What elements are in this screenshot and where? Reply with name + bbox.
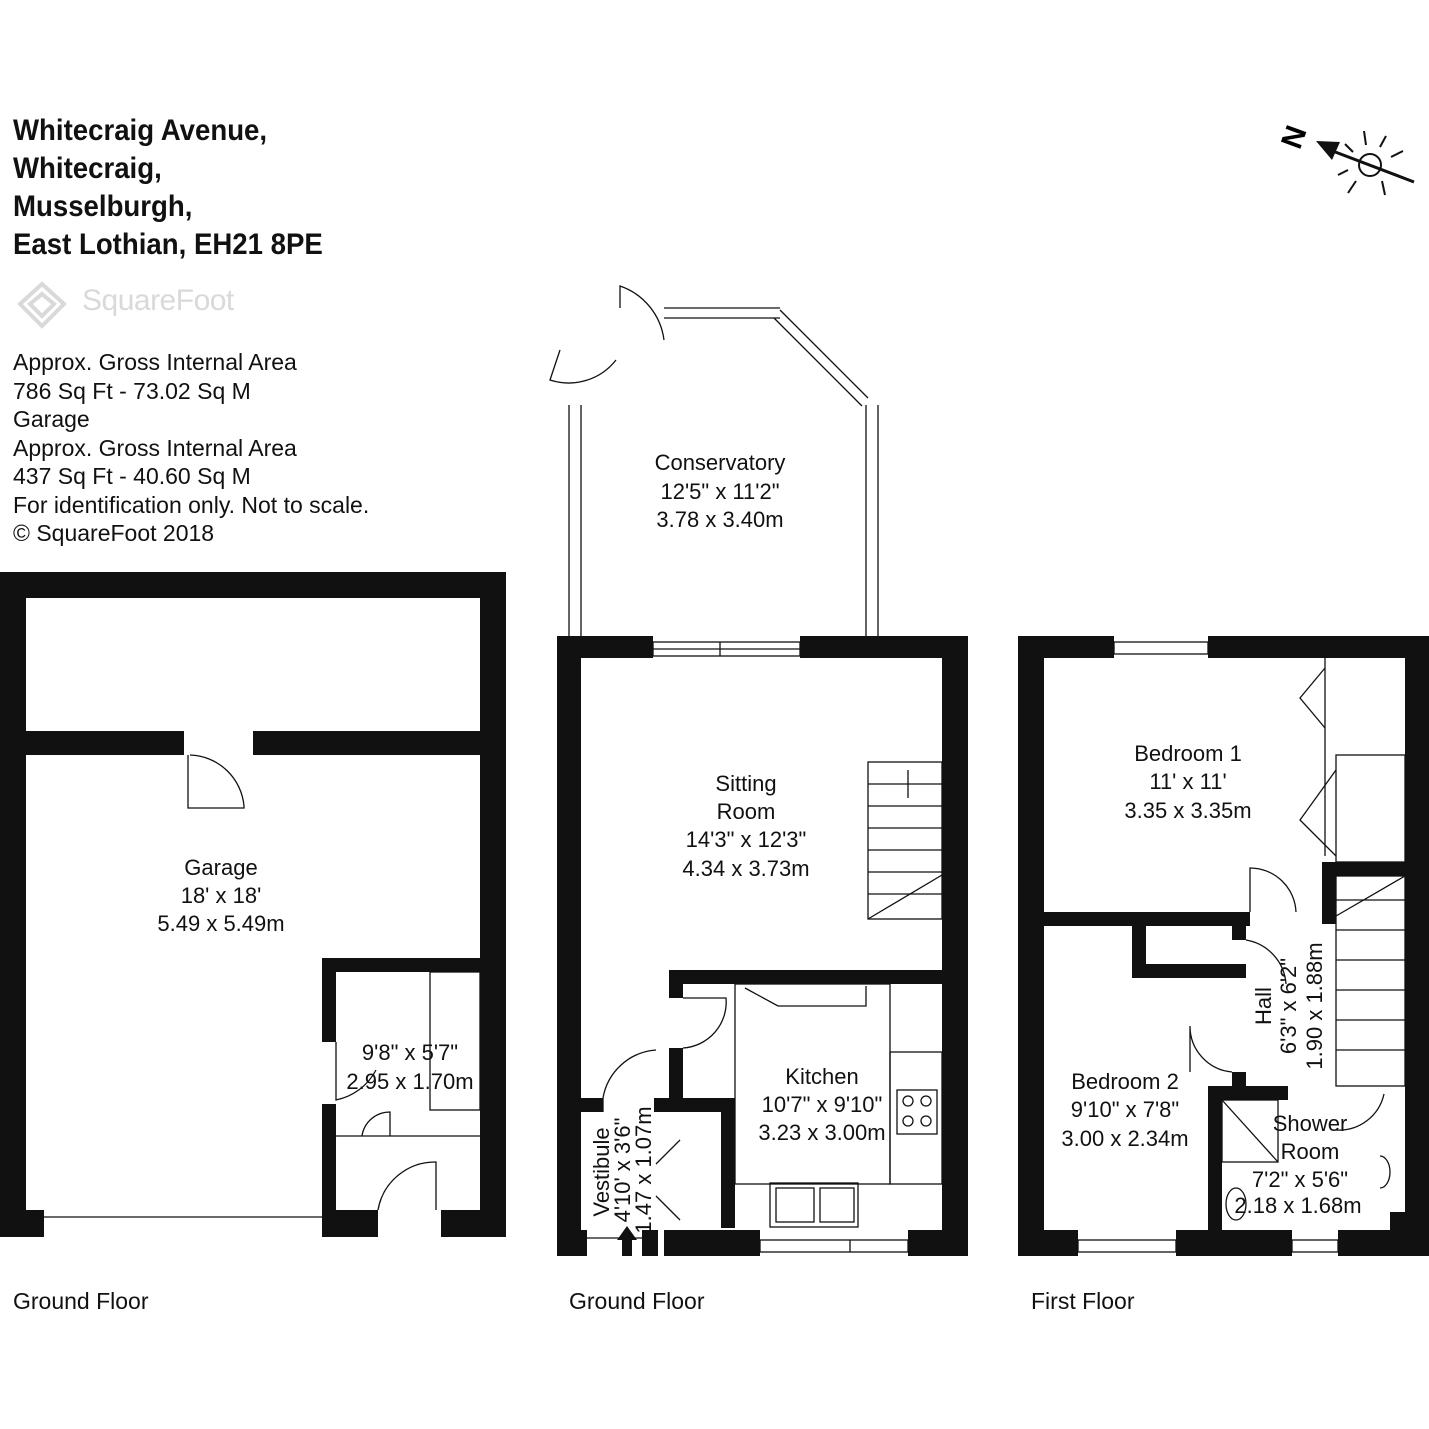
bedroom2-metric: 3.00 x 2.34m bbox=[1061, 1126, 1188, 1151]
conservatory-metric: 3.78 x 3.40m bbox=[656, 507, 783, 532]
address-line: Whitecraig, bbox=[13, 152, 162, 185]
address-line: East Lothian, EH21 8PE bbox=[13, 228, 323, 261]
shower-room-metric: 2.18 x 1.68m bbox=[1234, 1193, 1361, 1218]
shower-room-name: Shower bbox=[1273, 1111, 1348, 1136]
bedroom1-metric: 3.35 x 3.35m bbox=[1124, 798, 1251, 823]
hall-name: Hall bbox=[1251, 987, 1276, 1025]
vestibule-name: Vestibule bbox=[589, 1127, 614, 1216]
info-line: 437 Sq Ft - 40.60 Sq M bbox=[13, 463, 251, 489]
garage-fixtures bbox=[44, 754, 481, 1218]
room-labels: Garage 18' x 18' 5.49 x 5.49m 9'8" x 5'7… bbox=[157, 450, 1361, 1234]
shower-room-name: Room bbox=[1281, 1139, 1340, 1164]
kitchen-name: Kitchen bbox=[785, 1064, 858, 1089]
floor-label-garage: Ground Floor bbox=[13, 1288, 149, 1314]
squarefoot-logo: SquareFoot bbox=[12, 280, 272, 330]
sitting-room-imperial: 14'3" x 12'3" bbox=[686, 827, 807, 852]
info-line: Garage bbox=[13, 406, 90, 432]
store-imperial: 9'8" x 5'7" bbox=[362, 1040, 458, 1065]
logo-mark-icon bbox=[17, 281, 67, 329]
first-floor-plan bbox=[1018, 636, 1429, 1256]
logo-text: SquareFoot bbox=[82, 284, 234, 317]
garage-plan bbox=[0, 572, 506, 1237]
garage-name: Garage bbox=[184, 855, 257, 880]
kitchen-metric: 3.23 x 3.00m bbox=[758, 1120, 885, 1145]
floor-label-first: First Floor bbox=[1031, 1288, 1135, 1314]
shower-room-imperial: 7'2" x 5'6" bbox=[1252, 1167, 1348, 1192]
ground-floor-plan bbox=[557, 636, 968, 1256]
compass-icon: N bbox=[1275, 121, 1415, 196]
area-info: Approx. Gross Internal Area 786 Sq Ft - … bbox=[13, 348, 369, 548]
bedroom1-name: Bedroom 1 bbox=[1134, 741, 1242, 766]
info-line: Approx. Gross Internal Area bbox=[13, 434, 297, 461]
info-line: For identification only. Not to scale. bbox=[13, 491, 370, 518]
vestibule-metric: 1.47 x 1.07m bbox=[631, 1106, 656, 1233]
vestibule-imperial: 4'10' x 3'6" bbox=[610, 1118, 635, 1223]
info-line: © SquareFoot 2018 bbox=[13, 520, 215, 546]
ground-floor-fixtures bbox=[549, 285, 943, 1256]
info-line: Approx. Gross Internal Area bbox=[13, 349, 297, 375]
store-metric: 2.95 x 1.70m bbox=[346, 1069, 473, 1094]
conservatory-name: Conservatory bbox=[655, 450, 786, 475]
sitting-room-metric: 4.34 x 3.73m bbox=[682, 856, 809, 881]
bedroom2-imperial: 9'10" x 7'8" bbox=[1071, 1097, 1179, 1122]
first-floor-fixtures bbox=[1077, 641, 1406, 1253]
bedroom1-imperial: 11' x 11' bbox=[1149, 769, 1226, 794]
floor-label-ground: Ground Floor bbox=[569, 1288, 705, 1314]
kitchen-imperial: 10'7" x 9'10" bbox=[762, 1092, 883, 1117]
garage-metric: 5.49 x 5.49m bbox=[157, 911, 284, 936]
north-label: N bbox=[1275, 121, 1313, 153]
hall-metric: 1.90 x 1.88m bbox=[1302, 942, 1327, 1069]
sitting-room-name: Room bbox=[717, 799, 776, 824]
address-line: Whitecraig Avenue, bbox=[13, 114, 268, 147]
property-address: Whitecraig Avenue, Whitecraig, Musselbur… bbox=[13, 112, 323, 264]
conservatory-imperial: 12'5" x 11'2" bbox=[660, 479, 779, 504]
address-line: Musselburgh, bbox=[13, 190, 193, 223]
bedroom2-name: Bedroom 2 bbox=[1071, 1069, 1179, 1094]
garage-imperial: 18' x 18' bbox=[181, 883, 262, 908]
hall-imperial: 6'3" x 6'2" bbox=[1276, 958, 1301, 1054]
info-line: 786 Sq Ft - 73.02 Sq M bbox=[13, 377, 251, 404]
sitting-room-name: Sitting bbox=[715, 771, 776, 796]
